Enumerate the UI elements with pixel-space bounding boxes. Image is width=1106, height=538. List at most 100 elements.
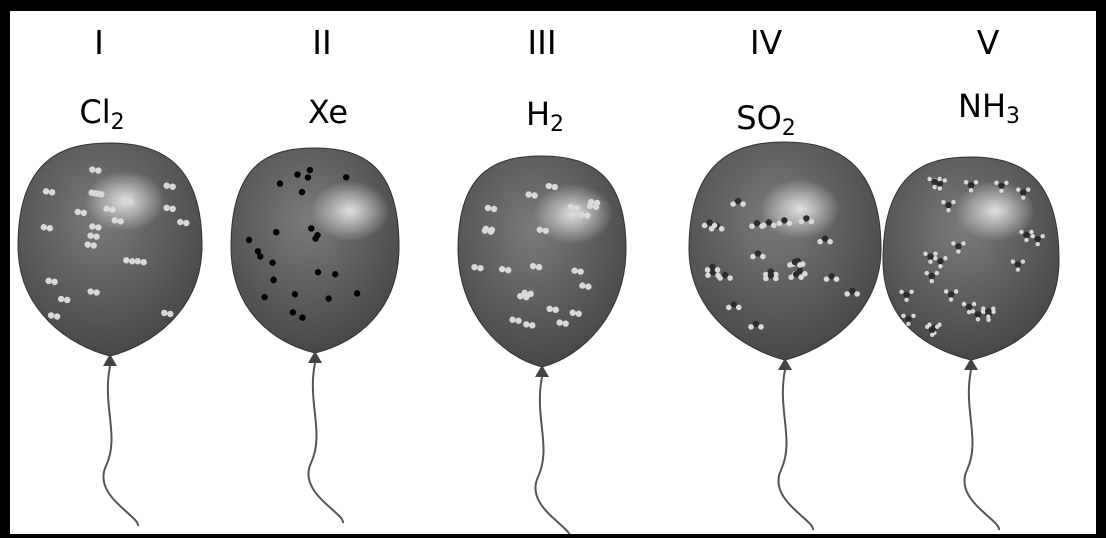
molecule-atom xyxy=(1004,180,1009,185)
molecule-atom xyxy=(471,263,478,271)
molecule-atom xyxy=(973,180,979,185)
molecule-atom xyxy=(961,301,967,307)
molecule-atom xyxy=(903,291,910,299)
molecule-atom xyxy=(1034,235,1041,243)
molecule-atom xyxy=(552,306,559,314)
molecule-atom xyxy=(762,271,769,278)
molecule-atom xyxy=(499,265,506,273)
molecule-atom xyxy=(752,320,760,328)
label-numeral-5: V xyxy=(976,23,1000,62)
molecule-atom xyxy=(725,304,732,311)
molecule-atom xyxy=(929,278,934,284)
molecule-atom xyxy=(80,209,88,217)
xenon-atom xyxy=(314,269,322,276)
molecule-atom xyxy=(776,220,783,227)
molecule-atom xyxy=(844,291,850,297)
balloon-2 xyxy=(230,147,400,524)
xenon-atom xyxy=(273,228,280,236)
molecule-atom xyxy=(89,223,96,230)
molecule-atom xyxy=(923,251,928,256)
xenon-atom xyxy=(294,171,301,178)
molecule-atom xyxy=(937,176,942,182)
label-formula-1: Cl2 xyxy=(79,96,124,134)
molecule-atom xyxy=(933,251,938,256)
formula-2-base: Xe xyxy=(307,93,349,131)
formula-1-sub: 2 xyxy=(110,110,125,135)
molecule-atom xyxy=(909,289,914,295)
balloon-1 xyxy=(17,142,203,527)
molecule-atom xyxy=(956,249,961,254)
molecule-atom xyxy=(711,222,718,229)
molecule-atom xyxy=(943,289,949,294)
molecule-atom xyxy=(521,289,528,297)
balloon-4-knot xyxy=(778,358,792,370)
molecule-atom xyxy=(986,314,991,319)
molecule-atom xyxy=(927,253,934,260)
molecule-atom xyxy=(84,241,91,248)
molecule-atom xyxy=(63,296,71,304)
balloon-3 xyxy=(457,155,627,534)
molecule-atom xyxy=(556,319,563,326)
molecule-atom xyxy=(998,182,1005,189)
molecule-atom xyxy=(53,313,61,320)
molecule-atom xyxy=(773,275,779,282)
molecule-atom xyxy=(771,222,777,229)
balloon-3-particles xyxy=(471,182,601,329)
molecule-atom xyxy=(767,272,775,279)
molecule-atom xyxy=(750,253,756,260)
molecule-atom xyxy=(42,188,50,195)
molecule-atom xyxy=(571,267,578,274)
molecule-atom xyxy=(854,291,860,297)
molecule-atom xyxy=(705,272,711,279)
molecule-atom xyxy=(986,317,991,323)
molecule-atom xyxy=(975,317,981,322)
molecule-atom xyxy=(490,205,498,213)
xenon-atom xyxy=(254,248,262,255)
molecule-atom xyxy=(117,218,124,225)
molecule-atom xyxy=(74,208,82,216)
xenon-atom xyxy=(291,291,299,298)
xenon-atom xyxy=(343,174,350,181)
molecule-atom xyxy=(937,258,944,265)
molecule-atom xyxy=(545,182,553,190)
molecule-atom xyxy=(546,305,553,313)
molecule-atom xyxy=(798,218,805,225)
molecule-atom xyxy=(523,321,530,328)
balloon-5-highlight xyxy=(955,181,1035,241)
molecule-atom xyxy=(577,268,584,275)
formula-5-base: NH xyxy=(958,87,1006,125)
molecule-atom xyxy=(90,242,97,249)
molecule-atom xyxy=(786,220,793,227)
molecule-atom xyxy=(931,178,938,186)
molecule-atom xyxy=(1014,261,1022,268)
molecule-atom xyxy=(941,200,946,205)
molecule-atom xyxy=(92,190,99,197)
molecule-atom xyxy=(161,309,168,317)
molecule-atom xyxy=(134,258,141,265)
balloon-3-body xyxy=(457,155,627,368)
molecule-atom xyxy=(1023,231,1030,239)
molecule-atom xyxy=(938,264,943,269)
molecule-atom xyxy=(928,259,933,264)
molecule-atom xyxy=(140,259,147,266)
balloon-5-knot xyxy=(964,358,978,370)
molecule-atom xyxy=(974,311,982,318)
molecule-atom xyxy=(482,225,490,233)
molecule-atom xyxy=(517,292,524,300)
molecule-atom xyxy=(748,324,754,330)
molecule-atom xyxy=(87,232,94,239)
molecule-atom xyxy=(981,306,986,311)
molecule-atom xyxy=(901,313,906,319)
molecule-atom xyxy=(529,322,536,329)
molecule-atom xyxy=(981,309,986,315)
molecule-atom xyxy=(734,197,742,205)
molecule-atom xyxy=(488,226,496,234)
molecule-atom xyxy=(98,191,105,198)
balloons-scene xyxy=(17,141,1060,534)
molecule-atom xyxy=(936,180,944,187)
balloon-2-particles xyxy=(245,166,361,321)
xenon-atom xyxy=(325,295,332,302)
xenon-atom xyxy=(299,314,306,321)
molecule-atom xyxy=(942,178,948,183)
balloon-4-particles xyxy=(701,197,860,330)
